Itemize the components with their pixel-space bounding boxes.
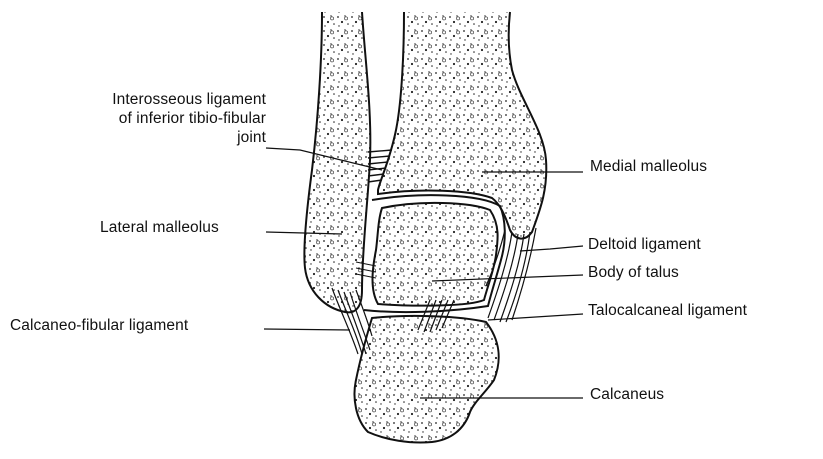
label-lateral-malleolus: Lateral malleolus — [100, 219, 219, 237]
label-talocalcaneal: Talocalcaneal ligament — [588, 302, 747, 320]
label-interosseous-line3: joint — [30, 129, 266, 147]
label-calcaneo-fibular: Calcaneo-fibular ligament — [10, 317, 188, 335]
label-medial-malleolus: Medial malleolus — [590, 158, 707, 176]
label-body-of-talus: Body of talus — [588, 264, 679, 282]
calcaneus-bone — [355, 316, 499, 443]
label-interosseous-line1: Interosseous ligament — [30, 91, 266, 109]
talus-bone — [373, 203, 498, 306]
label-deltoid: Deltoid ligament — [588, 236, 701, 254]
label-calcaneus: Calcaneus — [590, 386, 664, 404]
leader-deltoid — [520, 246, 583, 251]
label-interosseous-line2: of inferior tibio-fibular — [30, 110, 266, 128]
fibula-bone — [304, 12, 370, 312]
leader-calcaneo-fibular — [264, 329, 350, 330]
